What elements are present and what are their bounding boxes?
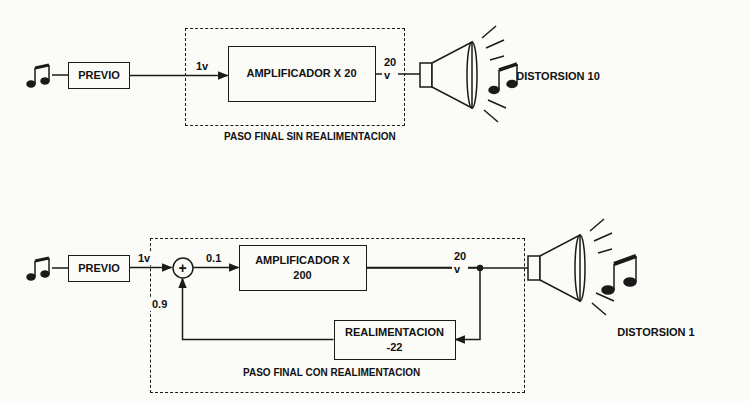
- amplifier-box: AMPLIFICADOR X 200: [239, 245, 367, 291]
- speaker-magnet: [528, 256, 540, 280]
- input-wire: [52, 74, 68, 76]
- signal-connector: [130, 75, 228, 77]
- signal-level: 1v: [194, 60, 210, 73]
- signal-connector: [194, 267, 239, 269]
- box-label: REALIMENTACION -22: [341, 325, 449, 355]
- speaker-cone: [540, 235, 580, 301]
- distortion-note: DISTORSION 10: [508, 68, 608, 85]
- speaker-rim: [575, 235, 585, 301]
- amplifier-box: AMPLIFICADOR X 20: [228, 46, 376, 102]
- speaker-rim: [467, 42, 477, 108]
- box-label: AMPLIFICADOR X 20: [246, 66, 356, 81]
- signal-level: 0.9: [150, 298, 169, 311]
- power-stage-region: PASO FINAL SIN REALIMENTACIONAMPLIFICADO…: [185, 28, 405, 126]
- signal-level: 1v: [136, 252, 152, 265]
- feedback-box: REALIMENTACION -22: [334, 320, 456, 360]
- stage-title: PASO FINAL CON REALIMENTACION: [243, 367, 420, 378]
- sound-lines: [590, 219, 614, 315]
- sound-lines: [482, 26, 506, 122]
- preamp-box: PREVIO: [68, 255, 130, 282]
- speaker-cone: [432, 42, 472, 108]
- preamp-box: PREVIO: [68, 62, 130, 89]
- stage-title: PASO FINAL SIN REALIMENTACION: [224, 131, 396, 142]
- distortion-note: DISTORSION 1: [606, 324, 706, 341]
- signal-level: 0.1: [204, 252, 223, 265]
- box-label: AMPLIFICADOR X 200: [246, 253, 360, 283]
- box-label: PREVIO: [78, 68, 120, 83]
- input-wire: [52, 267, 68, 269]
- speaker-magnet: [420, 63, 432, 87]
- box-label: PREVIO: [78, 261, 120, 276]
- signal-level: 20 v: [382, 56, 398, 82]
- sum-sign: +: [178, 261, 186, 275]
- signal-level: 20 v: [452, 250, 468, 276]
- summing-junction: +: [172, 257, 194, 279]
